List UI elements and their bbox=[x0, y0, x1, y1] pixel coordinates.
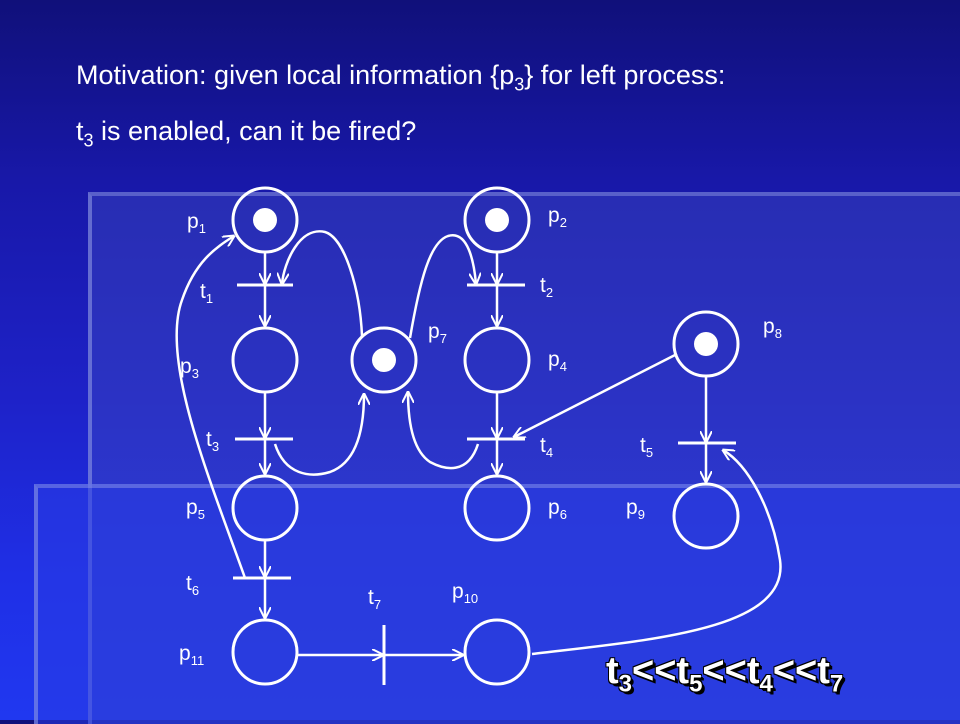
place-p11 bbox=[231, 618, 299, 686]
place-p7 bbox=[350, 326, 418, 394]
arc-p10-t5 bbox=[531, 450, 782, 656]
place-p4 bbox=[463, 326, 531, 394]
label-p9: p9 bbox=[626, 496, 645, 522]
label-t7: t7 bbox=[368, 586, 381, 612]
label-t3: t3 bbox=[206, 428, 219, 454]
arc-p7-t2 bbox=[408, 234, 476, 339]
label-p3: p3 bbox=[180, 355, 199, 381]
firing-order-expression: t3<<t5<<t4<<t7 bbox=[606, 650, 844, 698]
token-p2 bbox=[485, 208, 509, 232]
arc-t3-p7 bbox=[273, 394, 364, 476]
arc-p8-t4 bbox=[514, 352, 678, 437]
arc-t6-p1 bbox=[175, 236, 247, 579]
label-p8: p8 bbox=[763, 315, 782, 341]
label-t6: t6 bbox=[186, 572, 199, 598]
place-p9 bbox=[672, 482, 740, 550]
label-p4: p4 bbox=[548, 348, 567, 374]
label-t2: t2 bbox=[540, 274, 553, 300]
place-p5 bbox=[231, 474, 299, 542]
label-p6: p6 bbox=[548, 496, 567, 522]
label-p2: p2 bbox=[548, 204, 567, 230]
token-p1 bbox=[253, 208, 277, 232]
arc-p7-t1 bbox=[282, 230, 364, 337]
label-p7: p7 bbox=[428, 320, 447, 346]
label-p11: p11 bbox=[179, 642, 204, 668]
label-t5: t5 bbox=[640, 434, 653, 460]
label-p10: p10 bbox=[452, 580, 478, 606]
label-t4: t4 bbox=[540, 434, 553, 460]
place-p3 bbox=[231, 326, 299, 394]
label-p5: p5 bbox=[186, 496, 205, 522]
place-p6 bbox=[463, 474, 531, 542]
arc-t4-p7 bbox=[408, 392, 480, 470]
label-p1: p1 bbox=[187, 210, 206, 236]
title-line-2: t3 is enabled, can it be fired? bbox=[76, 116, 417, 151]
title-line-1: Motivation: given local information {p3}… bbox=[76, 60, 726, 95]
place-p10 bbox=[463, 618, 531, 686]
token-p8 bbox=[694, 332, 718, 356]
label-t1: t1 bbox=[200, 280, 213, 306]
token-p7 bbox=[372, 348, 396, 372]
